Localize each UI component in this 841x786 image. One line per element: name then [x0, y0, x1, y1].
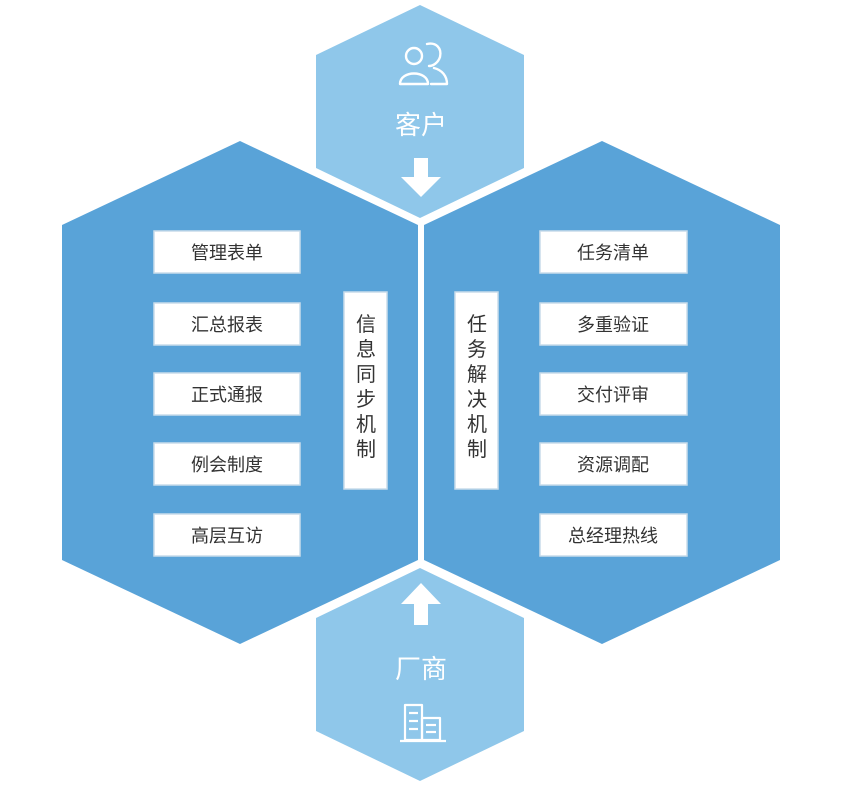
left-title-char: 步: [356, 387, 376, 411]
right-title-char: 解: [467, 362, 487, 386]
left-title-box: 信 息 同 步 机 制: [343, 291, 388, 490]
right-item: 任务清单: [539, 230, 688, 274]
left-item: 正式通报: [153, 372, 301, 416]
left-item-list: 管理表单 汇总报表 正式通报 例会制度 高层互访: [153, 230, 301, 557]
left-item: 汇总报表: [153, 302, 301, 346]
right-item-label: 交付评审: [577, 385, 649, 406]
left-item: 例会制度: [153, 442, 301, 486]
left-title-char: 息: [356, 337, 376, 361]
left-title-char: 信: [356, 312, 376, 336]
right-title-char: 机: [467, 412, 487, 436]
right-title-box: 任 务 解 决 机 制: [454, 291, 499, 490]
right-item: 总经理热线: [539, 513, 688, 557]
right-item-label: 任务清单: [577, 243, 649, 264]
right-item: 资源调配: [539, 442, 688, 486]
customer-hexagon: [316, 5, 524, 218]
right-item: 多重验证: [539, 302, 688, 346]
left-title-char: 制: [356, 437, 376, 461]
left-item-label: 汇总报表: [191, 315, 263, 336]
right-title-char: 制: [467, 437, 487, 461]
left-item-label: 高层互访: [191, 526, 263, 547]
right-item-list: 任务清单 多重验证 交付评审 资源调配 总经理热线: [539, 230, 688, 557]
customer-label: 客户: [395, 111, 447, 141]
left-title-char: 同: [356, 362, 376, 386]
right-item-label: 总经理热线: [568, 526, 658, 547]
right-item: 交付评审: [539, 372, 688, 416]
vendor-label: 厂商: [395, 655, 447, 685]
arrow-up-icon: [401, 583, 441, 625]
left-item-label: 正式通报: [191, 385, 263, 406]
left-item-label: 例会制度: [191, 455, 263, 476]
left-title-char: 机: [356, 412, 376, 436]
left-item: 高层互访: [153, 513, 301, 557]
right-item-label: 多重验证: [577, 315, 649, 336]
users-icon: [398, 42, 449, 86]
arrow-down-icon: [401, 158, 441, 197]
right-title-char: 务: [467, 337, 487, 361]
left-item-label: 管理表单: [191, 243, 263, 264]
vendor-hexagon: [316, 568, 524, 781]
right-item-label: 资源调配: [577, 455, 649, 476]
right-title-char: 决: [467, 387, 487, 411]
building-icon: [400, 703, 446, 743]
right-title-char: 任: [467, 312, 487, 336]
left-item: 管理表单: [153, 230, 301, 274]
